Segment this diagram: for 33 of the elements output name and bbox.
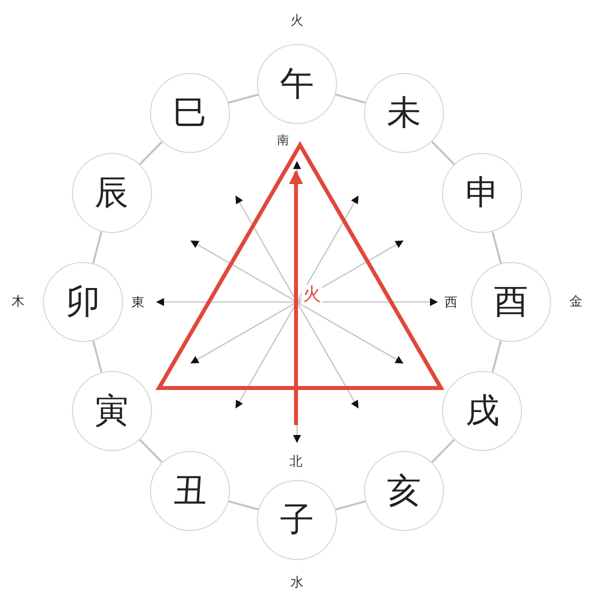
branch-circle: 午 bbox=[257, 44, 337, 124]
branch-circle: 酉 bbox=[471, 262, 551, 342]
branch-circle: 亥 bbox=[364, 450, 444, 531]
connector-line bbox=[92, 231, 102, 264]
connector-line bbox=[228, 500, 259, 510]
connector-line bbox=[492, 231, 502, 264]
branch-circle: 丑 bbox=[150, 450, 230, 531]
direction-label: 東 bbox=[132, 296, 144, 310]
direction-label: 南 bbox=[277, 134, 289, 146]
element-label: 金 bbox=[570, 296, 582, 308]
branch-circle: 卯 bbox=[43, 262, 123, 342]
connector-line bbox=[492, 340, 502, 373]
direction-label: 北 bbox=[290, 456, 302, 468]
branch-circle: 戌 bbox=[442, 371, 522, 451]
connector-line bbox=[335, 500, 366, 510]
connector-line bbox=[92, 340, 102, 373]
connector-line bbox=[335, 94, 366, 104]
connector-line bbox=[228, 94, 259, 104]
element-label: 火 bbox=[290, 14, 304, 28]
branch-circle: 申 bbox=[442, 153, 522, 233]
branch-circle: 辰 bbox=[72, 153, 152, 233]
element-label: 木 bbox=[12, 296, 24, 308]
connector-line bbox=[138, 438, 163, 463]
connector-line bbox=[431, 141, 456, 166]
branch-circle: 巳 bbox=[150, 73, 230, 154]
center-label: 火 bbox=[302, 285, 322, 305]
direction-label: 西 bbox=[444, 296, 458, 310]
branch-circle: 子 bbox=[257, 480, 337, 560]
branch-circle: 未 bbox=[364, 73, 444, 154]
connector-line bbox=[431, 438, 456, 463]
branch-circle: 寅 bbox=[72, 371, 152, 451]
element-label: 水 bbox=[290, 576, 304, 590]
connector-line bbox=[138, 141, 163, 166]
